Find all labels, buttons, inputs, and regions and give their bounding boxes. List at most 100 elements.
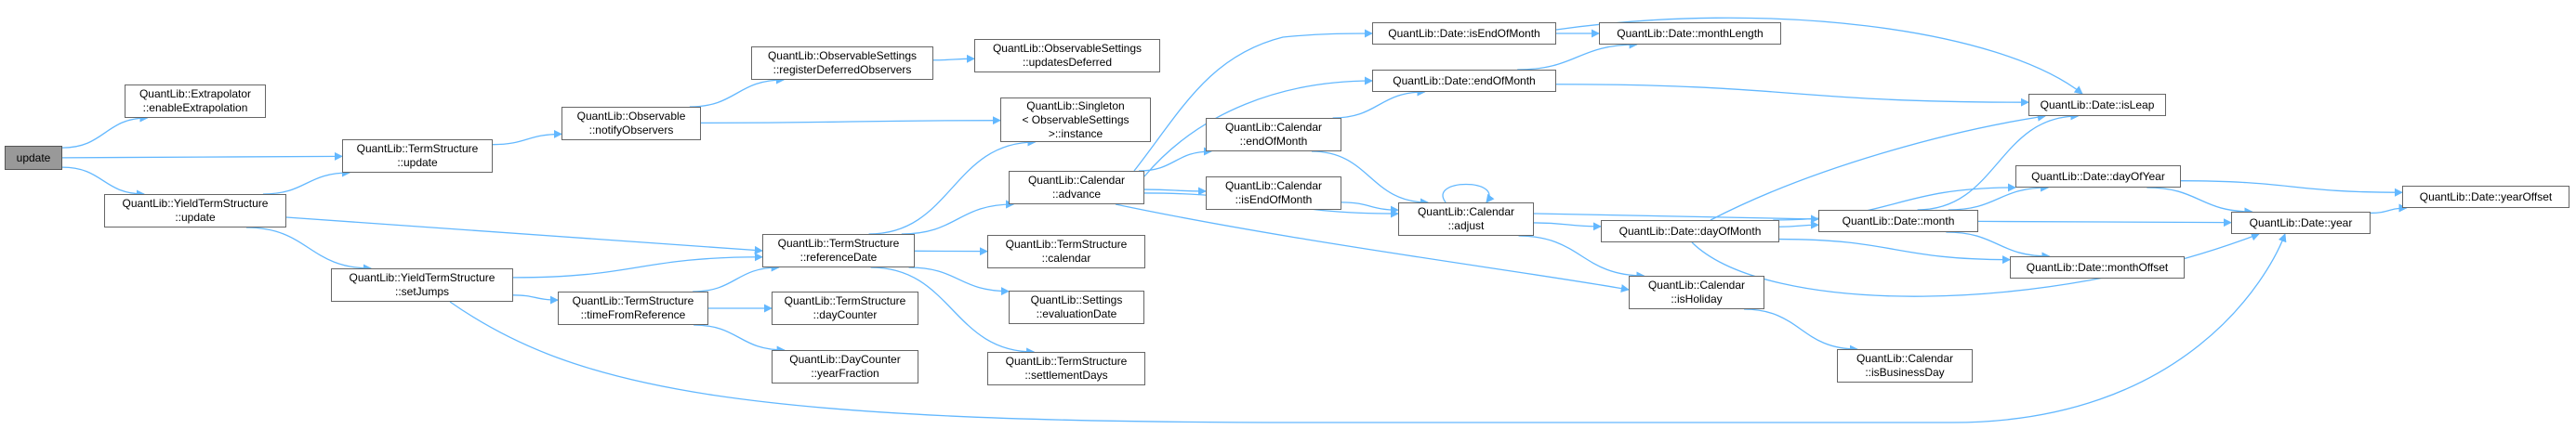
edge-cal_advance-to-cal_isendofmonth (1143, 187, 1207, 196)
node-label-line: ::setJumps (394, 285, 450, 298)
node-date-yearoffset[interactable]: QuantLib::Date::yearOffset (2402, 186, 2569, 208)
node-label-line: QuantLib::Calendar (1647, 279, 1746, 292)
node-obs-settings-reg[interactable]: QuantLib::ObservableSettings::registerDe… (751, 46, 933, 80)
edge-cal_advance-to-date_isendofmonth (1133, 29, 1373, 172)
node-label-line: QuantLib::TermStructure (1005, 238, 1128, 251)
node-date-dayofyear[interactable]: QuantLib::Date::dayOfYear (2015, 165, 2181, 188)
edge-yts_update-to-yts_setjumps (245, 227, 373, 273)
node-label-line: ::notifyObservers (588, 124, 674, 136)
node-label-line: QuantLib::Calendar (1027, 174, 1126, 187)
node-label-line: ::enableExtrapolation (142, 101, 248, 114)
edge-date_endofmonth-to-date_isleap (1555, 84, 2029, 107)
node-obs-notify[interactable]: QuantLib::Observable::notifyObservers (561, 107, 701, 140)
node-cal-advance[interactable]: QuantLib::Calendar::advance (1009, 171, 1144, 204)
node-date-month[interactable]: QuantLib::Date::month (1818, 210, 1978, 232)
edge-cal_adjust-to-date_month (1533, 213, 1819, 224)
node-dc-yearfraction[interactable]: QuantLib::DayCounter::yearFraction (772, 350, 918, 384)
node-label-line: QuantLib::Date::monthLength (1617, 26, 1764, 40)
node-label-line: QuantLib::TermStructure (784, 294, 906, 307)
edge-cal_advance-to-cal_isholiday (1115, 203, 1630, 293)
edge-update-to-yts_update (61, 166, 145, 199)
node-label-line: QuantLib::YieldTermStructure (349, 271, 495, 284)
node-label-line: ::isBusinessDay (1865, 366, 1945, 379)
node-date-endofmonth[interactable]: QuantLib::Date::endOfMonth (1372, 70, 1556, 92)
edge-cal_adjust-to-cal_adjust (1442, 183, 1495, 203)
node-label-line: ::dayCounter (812, 308, 878, 321)
node-label-line: QuantLib::Date::dayOfYear (2031, 169, 2165, 183)
edge-cal_adjust-to-date_dayofmonth (1533, 222, 1602, 231)
node-label-line: ::updatesDeferred (1022, 56, 1113, 69)
node-cal-isendofmonth[interactable]: QuantLib::Calendar::isEndOfMonth (1206, 176, 1341, 210)
node-cal-adjust[interactable]: QuantLib::Calendar::adjust (1398, 202, 1534, 236)
node-extrapolator[interactable]: QuantLib::Extrapolator::enableExtrapolat… (125, 84, 266, 118)
node-settings-evaldate[interactable]: QuantLib::Settings::evaluationDate (1009, 291, 1144, 324)
node-singleton[interactable]: QuantLib::Singleton< ObservableSettings>… (1000, 98, 1151, 142)
node-label-line: QuantLib::Calendar (1224, 179, 1323, 192)
node-label-line: QuantLib::YieldTermStructure (122, 197, 269, 210)
node-date-monthoffset[interactable]: QuantLib::Date::monthOffset (2010, 256, 2185, 279)
node-ts-settledays[interactable]: QuantLib::TermStructure::settlementDays (987, 352, 1145, 385)
node-label-line: ::registerDeferredObservers (773, 63, 912, 76)
edge-update-to-ts_update (61, 151, 343, 161)
node-ts-daycounter[interactable]: QuantLib::TermStructure::dayCounter (772, 292, 918, 325)
edge-date_month-to-date_isleap (1917, 111, 2080, 211)
node-label-line: ::calendar (1041, 252, 1091, 265)
node-ts-timefromref[interactable]: QuantLib::TermStructure::timeFromReferen… (558, 292, 708, 325)
node-label-line: QuantLib::Calendar (1417, 205, 1515, 218)
node-label-line: QuantLib::Calendar (1224, 121, 1323, 134)
edge-date_isendofmonth-to-date_isleap (1555, 17, 2083, 95)
node-date-isendofmonth[interactable]: QuantLib::Date::isEndOfMonth (1372, 22, 1556, 45)
edge-cal_advance-to-date_endofmonth (1143, 76, 1373, 177)
edge-ts_refdate-to-singleton (868, 137, 1037, 235)
edge-update-to-extrapolator (61, 113, 149, 149)
node-obs-settings-upd[interactable]: QuantLib::ObservableSettings::updatesDef… (974, 39, 1160, 72)
node-label-line: QuantLib::TermStructure (777, 237, 900, 250)
edge-date_dayofyear-to-date_yearoffset (2180, 180, 2403, 197)
node-yts-setjumps[interactable]: QuantLib::YieldTermStructure::setJumps (331, 268, 513, 302)
node-date-isleap[interactable]: QuantLib::Date::isLeap (2028, 94, 2166, 116)
node-label-line: ::isHoliday (1671, 292, 1723, 306)
edge-date_dayofmonth-to-date_month (1778, 220, 1819, 229)
node-label-line: QuantLib::TermStructure (356, 142, 479, 155)
node-ts-calendar[interactable]: QuantLib::TermStructure::calendar (987, 235, 1145, 268)
node-cal-isbusinessday[interactable]: QuantLib::Calendar::isBusinessDay (1837, 349, 1973, 383)
node-label-line: QuantLib::TermStructure (1005, 355, 1128, 368)
edge-date_dayofmonth-to-date_monthoffset (1778, 238, 2011, 265)
edge-yts_setjumps-to-date_year (449, 233, 2287, 423)
node-label-line: QuantLib::ObservableSettings (767, 49, 918, 62)
edge-obs_notify-to-singleton (700, 116, 1001, 125)
node-label-line: QuantLib::Singleton (1026, 98, 1125, 112)
node-label-line: QuantLib::Date::isEndOfMonth (1388, 26, 1540, 40)
edge-yts_setjumps-to-ts_refdate (512, 253, 763, 279)
edge-cal_endofmonth-to-date_endofmonth (1332, 87, 1426, 119)
edge-yts_update-to-ts_refdate (285, 216, 763, 254)
edge-date_month-to-date_monthoffset (1946, 231, 2051, 261)
edge-cal_advance-to-cal_endofmonth (1138, 147, 1212, 172)
edge-cal_isendofmonth-to-cal_adjust (1341, 202, 1399, 214)
node-yts-update[interactable]: QuantLib::YieldTermStructure::update (104, 194, 286, 228)
edge-cal_endofmonth-to-cal_adjust (1311, 150, 1429, 207)
edge-ts_timefromref-to-ts_refdate (693, 263, 780, 292)
edge-ts_refdate-to-cal_advance (901, 200, 1015, 235)
node-date-dayofmonth[interactable]: QuantLib::Date::dayOfMonth (1601, 220, 1779, 242)
node-label-line: ::endOfMonth (1239, 135, 1308, 148)
node-cal-endofmonth[interactable]: QuantLib::Calendar::endOfMonth (1206, 118, 1341, 151)
edge-date_endofmonth-to-date_monthlength (1517, 40, 1638, 71)
edge-ts_refdate-to-settings_evaldate (908, 266, 1010, 296)
node-date-monthlength[interactable]: QuantLib::Date::monthLength (1599, 22, 1781, 45)
node-label-line: ::evaluationDate (1036, 307, 1117, 320)
edge-date_dayofmonth-to-date_isleap (1710, 112, 2046, 221)
node-label-line: ::settlementDays (1024, 369, 1108, 382)
node-date-year[interactable]: QuantLib::Date::year (2231, 212, 2371, 234)
edge-ts_refdate-to-ts_settledays (870, 266, 1036, 357)
node-label-line: ::adjust (1447, 219, 1485, 232)
node-label-line: < ObservableSettings (1022, 112, 1129, 126)
node-label-line: ::advance (1051, 188, 1102, 201)
node-cal-isholiday[interactable]: QuantLib::Calendar::isHoliday (1629, 276, 1764, 309)
edge-date_dayofmonth-to-date_dayofyear (1773, 183, 2016, 221)
node-label-line: ::yearFraction (811, 367, 879, 380)
node-ts-update[interactable]: QuantLib::TermStructure::update (342, 139, 493, 173)
node-label-line: QuantLib::Observable (576, 110, 686, 123)
node-ts-refdate[interactable]: QuantLib::TermStructure::referenceDate (762, 234, 915, 267)
